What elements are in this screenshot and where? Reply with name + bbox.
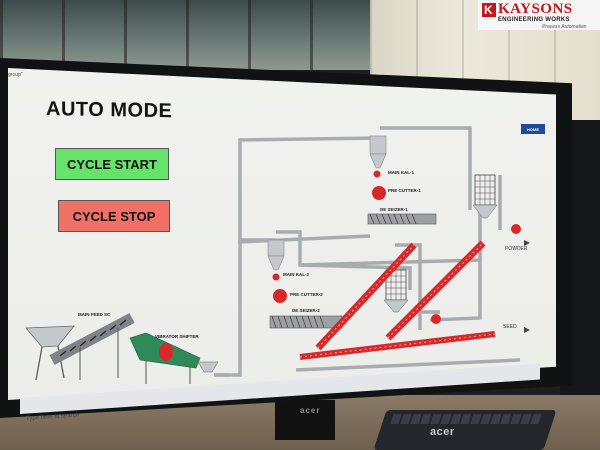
hmi-screen xyxy=(8,68,556,400)
label-seed: SEED xyxy=(503,324,517,330)
logo-tagline: Process Automation xyxy=(542,24,587,30)
blower-1 xyxy=(511,224,521,234)
blower-2 xyxy=(431,314,441,324)
valve-2 xyxy=(272,273,280,281)
logo-name: KAYSONS xyxy=(498,1,573,17)
window-tab-title: group" xyxy=(8,72,23,78)
valve-1 xyxy=(373,170,381,178)
kaysons-logo xyxy=(478,0,600,30)
sieve-2 xyxy=(383,269,409,313)
label-main-feed: MAIN FEED SC xyxy=(78,312,111,317)
label-pre-cutter-2: PRE CUTTER-2 xyxy=(290,292,323,297)
logo-k-glyph: K xyxy=(484,3,493,17)
monitor-brand: acer xyxy=(300,406,321,415)
pre-cutter-1 xyxy=(372,186,386,200)
de-seizer-2 xyxy=(269,315,343,329)
cyclone-1 xyxy=(369,135,387,169)
keyboard-brand: acer xyxy=(430,426,455,438)
de-seizer-1 xyxy=(367,213,437,225)
main-feed-equipment xyxy=(25,313,135,381)
home-button[interactable]: HOME xyxy=(521,124,545,134)
sieve-1 xyxy=(472,174,498,219)
label-main-kal-2: MAIN KAL-2 xyxy=(283,272,309,277)
label-de-seizer-2: DE SEIZER-2 xyxy=(292,308,320,313)
label-pre-cutter-1: PRE CUTTER-1 xyxy=(388,188,421,193)
cyclone-2 xyxy=(267,239,285,271)
logo-mark-icon xyxy=(482,3,496,17)
cycle-stop-button[interactable]: CYCLE STOP xyxy=(58,200,170,232)
window-frame xyxy=(0,0,380,70)
pre-cutter-2 xyxy=(273,289,287,303)
monitor-stand xyxy=(275,400,335,440)
label-main-kal-1: MAIN KAL-1 xyxy=(388,170,414,175)
vibrator-shifter-equipment xyxy=(129,332,219,384)
cycle-start-button[interactable]: CYCLE START xyxy=(55,148,169,180)
label-vibrator-shifter: VIBRATOR SHIFTER xyxy=(155,334,199,339)
logo-subtitle: ENGINEERING WORKS xyxy=(498,17,570,23)
red-conveyors xyxy=(299,240,496,360)
label-de-seizer-1: DE SEIZER-1 xyxy=(380,207,408,212)
label-powder: POWDER xyxy=(505,246,528,252)
